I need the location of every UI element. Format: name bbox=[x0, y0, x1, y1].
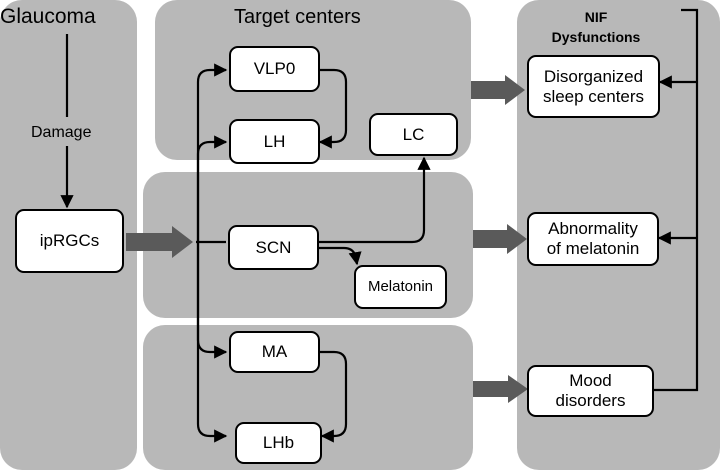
melatonin-outcome-line2: of melatonin bbox=[546, 239, 640, 258]
melatonin-outcome-node: Abnormality of melatonin bbox=[527, 212, 659, 266]
lh-node: LH bbox=[229, 119, 320, 164]
lh-label: LH bbox=[263, 131, 286, 151]
lhb-node: LHb bbox=[235, 422, 322, 464]
nif-title-line2: Dysfunctions bbox=[551, 29, 641, 45]
lhb-label: LHb bbox=[262, 433, 295, 453]
sleep-outcome-line1: Disorganized bbox=[543, 66, 644, 86]
ma-label: MA bbox=[261, 342, 288, 362]
sleep-outcome-node: Disorganized sleep centers bbox=[527, 55, 660, 118]
melatonin-node: Melatonin bbox=[354, 265, 447, 309]
vlpo-label: VLP0 bbox=[253, 59, 296, 79]
melatonin-outcome-line1: Abnormality bbox=[548, 219, 638, 239]
mood-outcome-node: Mood disorders bbox=[527, 365, 654, 417]
lc-label: LC bbox=[402, 124, 425, 144]
nif-title-line1: NIF bbox=[584, 9, 608, 25]
scn-node: SCN bbox=[228, 225, 319, 270]
scn-label: SCN bbox=[255, 237, 292, 257]
target-centers-title: Target centers bbox=[234, 6, 361, 28]
vlpo-node: VLP0 bbox=[229, 46, 320, 92]
melatonin-label: Melatonin bbox=[367, 278, 434, 296]
glaucoma-title: Glaucoma bbox=[0, 5, 96, 28]
lc-node: LC bbox=[369, 113, 458, 156]
mood-outcome-line2: disorders bbox=[555, 391, 626, 410]
iprgcs-node: ipRGCs bbox=[15, 209, 124, 273]
iprgcs-label: ipRGCs bbox=[39, 231, 100, 251]
mood-outcome-line1: Mood bbox=[569, 371, 612, 391]
damage-label: Damage bbox=[31, 124, 92, 141]
ma-node: MA bbox=[229, 331, 320, 373]
sleep-outcome-line2: sleep centers bbox=[542, 86, 645, 106]
